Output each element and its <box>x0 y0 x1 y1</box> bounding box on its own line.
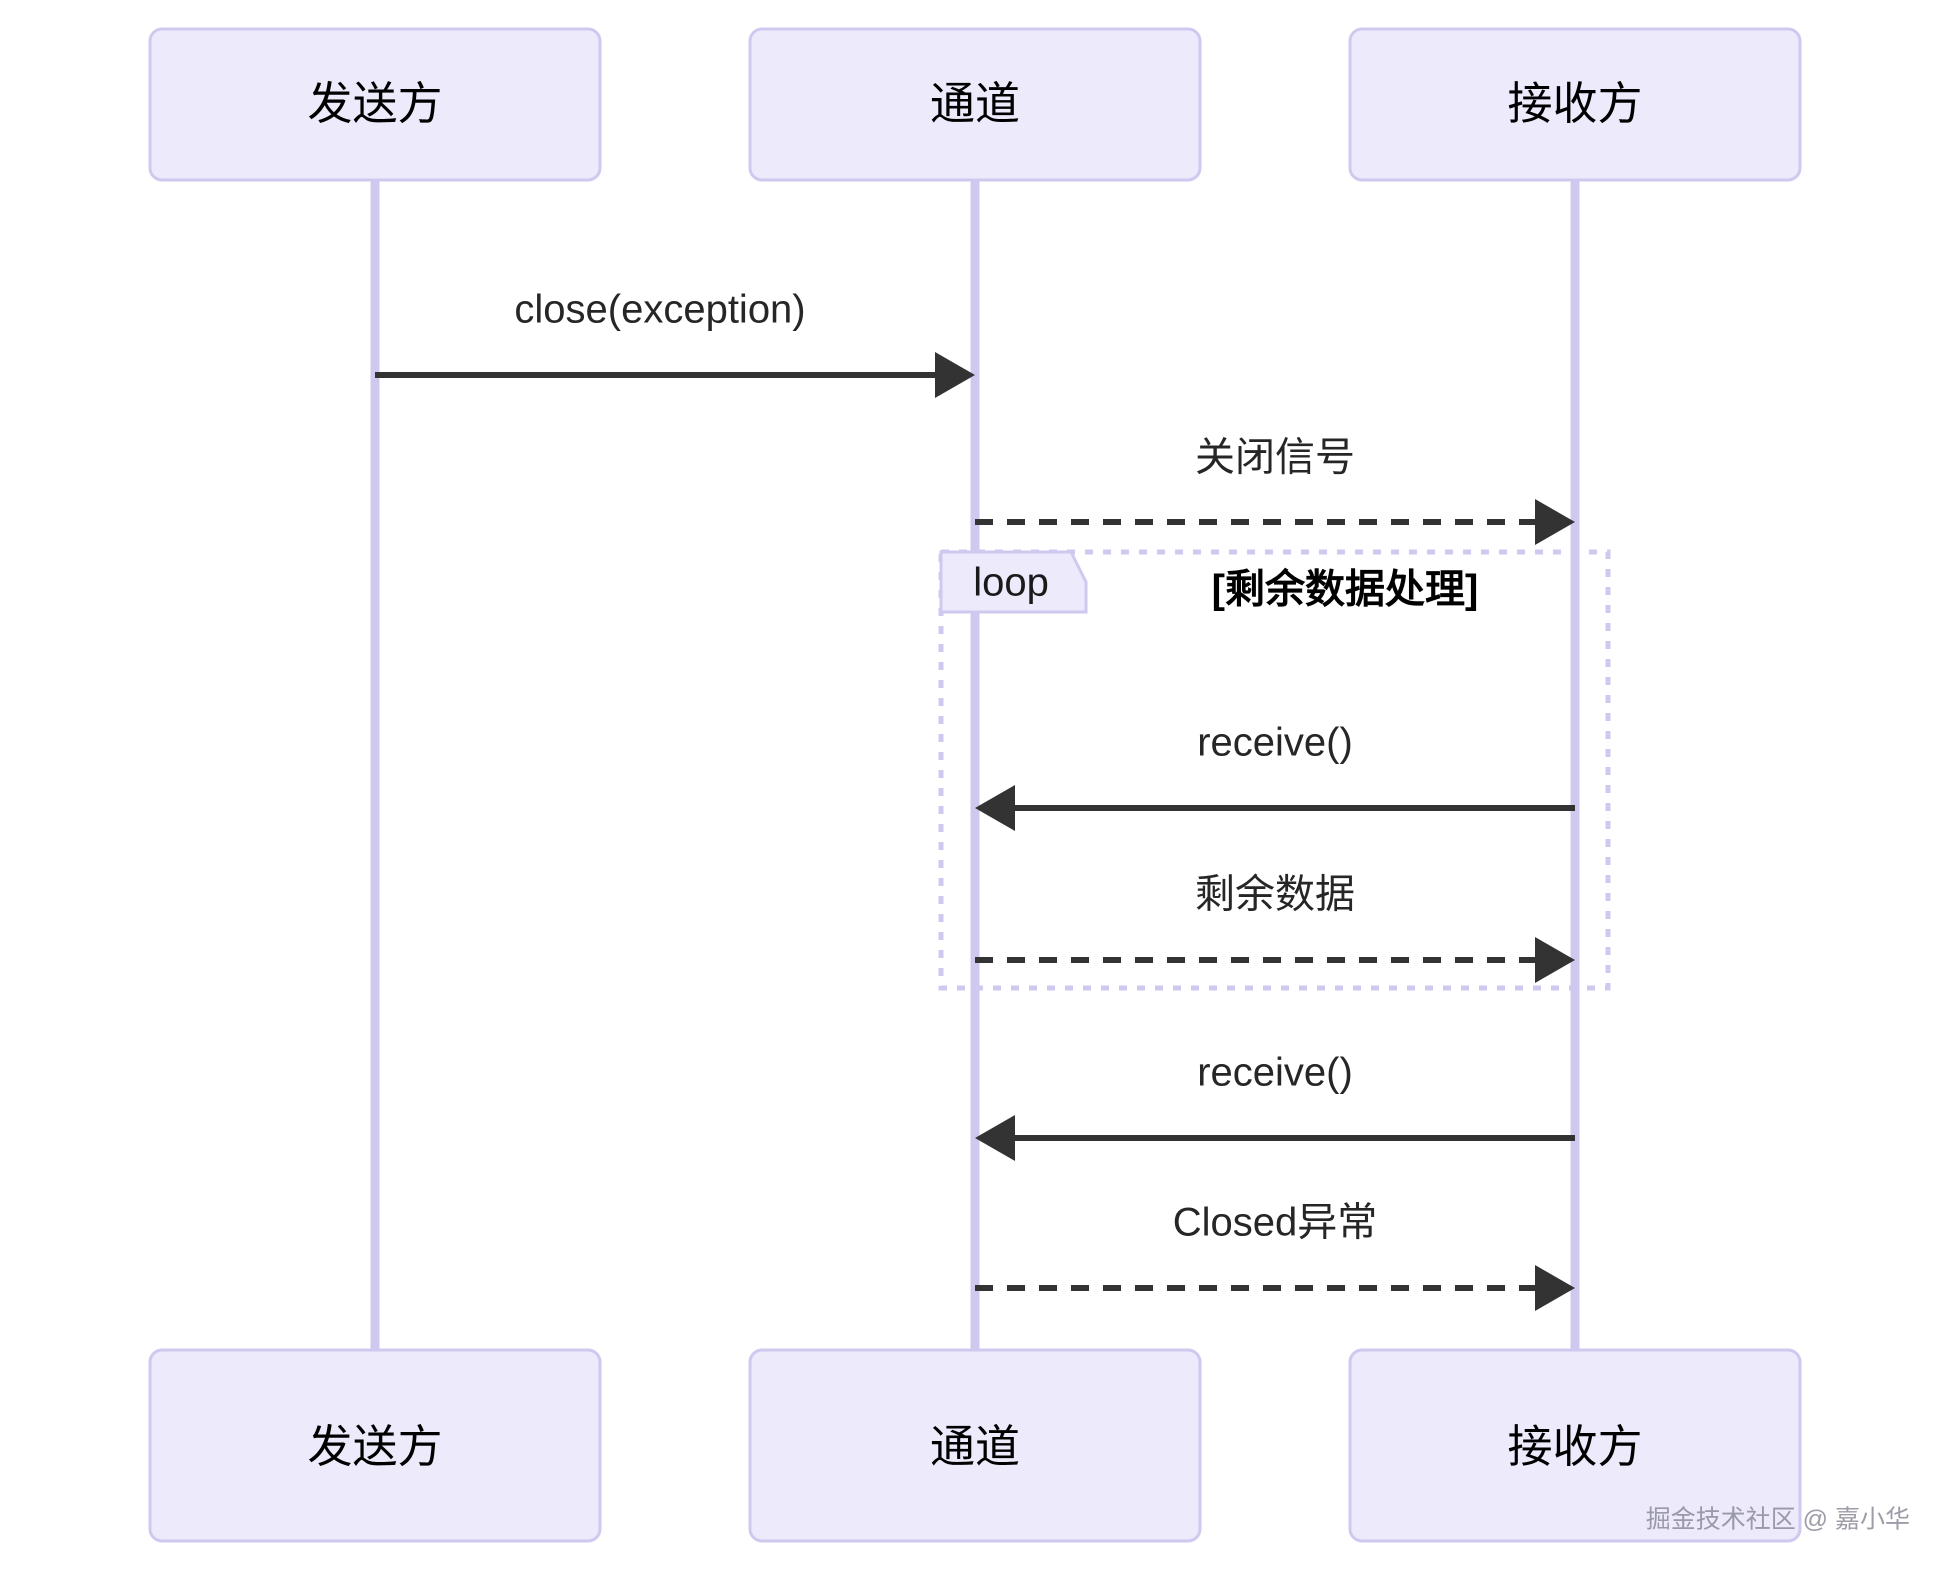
actor-box-rect <box>148 27 602 182</box>
loop-fragment-tag-shape <box>939 550 1088 614</box>
actor-box-sender-bottom[interactable]: 发送方 <box>148 1348 602 1543</box>
message-remaining-data[interactable]: 剩余数据 <box>975 873 1575 983</box>
message-close-signal[interactable]: 关闭信号 <box>975 436 1575 545</box>
message-close-exception[interactable]: close(exception) <box>375 288 975 398</box>
actor-box-channel-bottom[interactable]: 通道 <box>748 1348 1202 1543</box>
message-label: close(exception) <box>514 288 805 332</box>
actor-box-rect <box>748 1348 1202 1543</box>
watermark-label: 掘金技术社区 @ 嘉小华 <box>1646 1506 1910 1534</box>
actor-box-rect <box>1348 1348 1802 1543</box>
actor-box-rect <box>1348 27 1802 182</box>
message-arrowhead <box>1535 1265 1575 1311</box>
message-label: receive() <box>1197 721 1353 765</box>
message-receive-1[interactable]: receive() <box>975 721 1575 831</box>
actor-label-sender-bottom: 发送方 <box>307 1421 442 1472</box>
actor-box-rect <box>748 27 1202 182</box>
lifelines-group <box>370 180 1580 1350</box>
actor-box-channel-top[interactable]: 通道 <box>748 27 1202 182</box>
message-arrowhead <box>1535 937 1575 983</box>
top-actor-boxes: 发送方 通道 接收方 <box>148 27 1802 182</box>
message-arrowhead <box>935 352 975 398</box>
actor-label-channel-bottom: 通道 <box>930 1421 1020 1472</box>
message-label: Closed异常 <box>1173 1201 1378 1245</box>
message-arrowhead <box>975 785 1015 831</box>
message-closed-exception[interactable]: Closed异常 <box>975 1201 1575 1311</box>
actor-label-sender-top: 发送方 <box>307 78 442 129</box>
actor-label-receiver-bottom: 接收方 <box>1507 1421 1642 1472</box>
actor-box-receiver-bottom[interactable]: 接收方 <box>1348 1348 1802 1543</box>
messages-group: close(exception) 关闭信号 receive() 剩余数据 <box>375 288 1575 1311</box>
actor-box-rect <box>148 1348 602 1543</box>
loop-fragment-title-label: [剩余数据处理] <box>1212 567 1479 612</box>
loop-fragment-frame <box>938 549 1611 991</box>
actor-box-sender-top[interactable]: 发送方 <box>148 27 602 182</box>
message-label: 关闭信号 <box>1195 436 1355 480</box>
message-arrowhead <box>975 1115 1015 1161</box>
actor-label-receiver-top: 接收方 <box>1507 78 1642 129</box>
actor-label-channel-top: 通道 <box>930 78 1020 129</box>
actor-box-receiver-top[interactable]: 接收方 <box>1348 27 1802 182</box>
loop-fragment-tag-label: loop <box>973 561 1049 605</box>
message-label: receive() <box>1197 1051 1353 1095</box>
message-receive-2[interactable]: receive() <box>975 1051 1575 1161</box>
bottom-actor-boxes: 发送方 通道 接收方 <box>148 1348 1802 1543</box>
loop-fragment: loop [剩余数据处理] <box>938 549 1611 991</box>
message-label: 剩余数据 <box>1195 873 1355 917</box>
message-arrowhead <box>1535 499 1575 545</box>
